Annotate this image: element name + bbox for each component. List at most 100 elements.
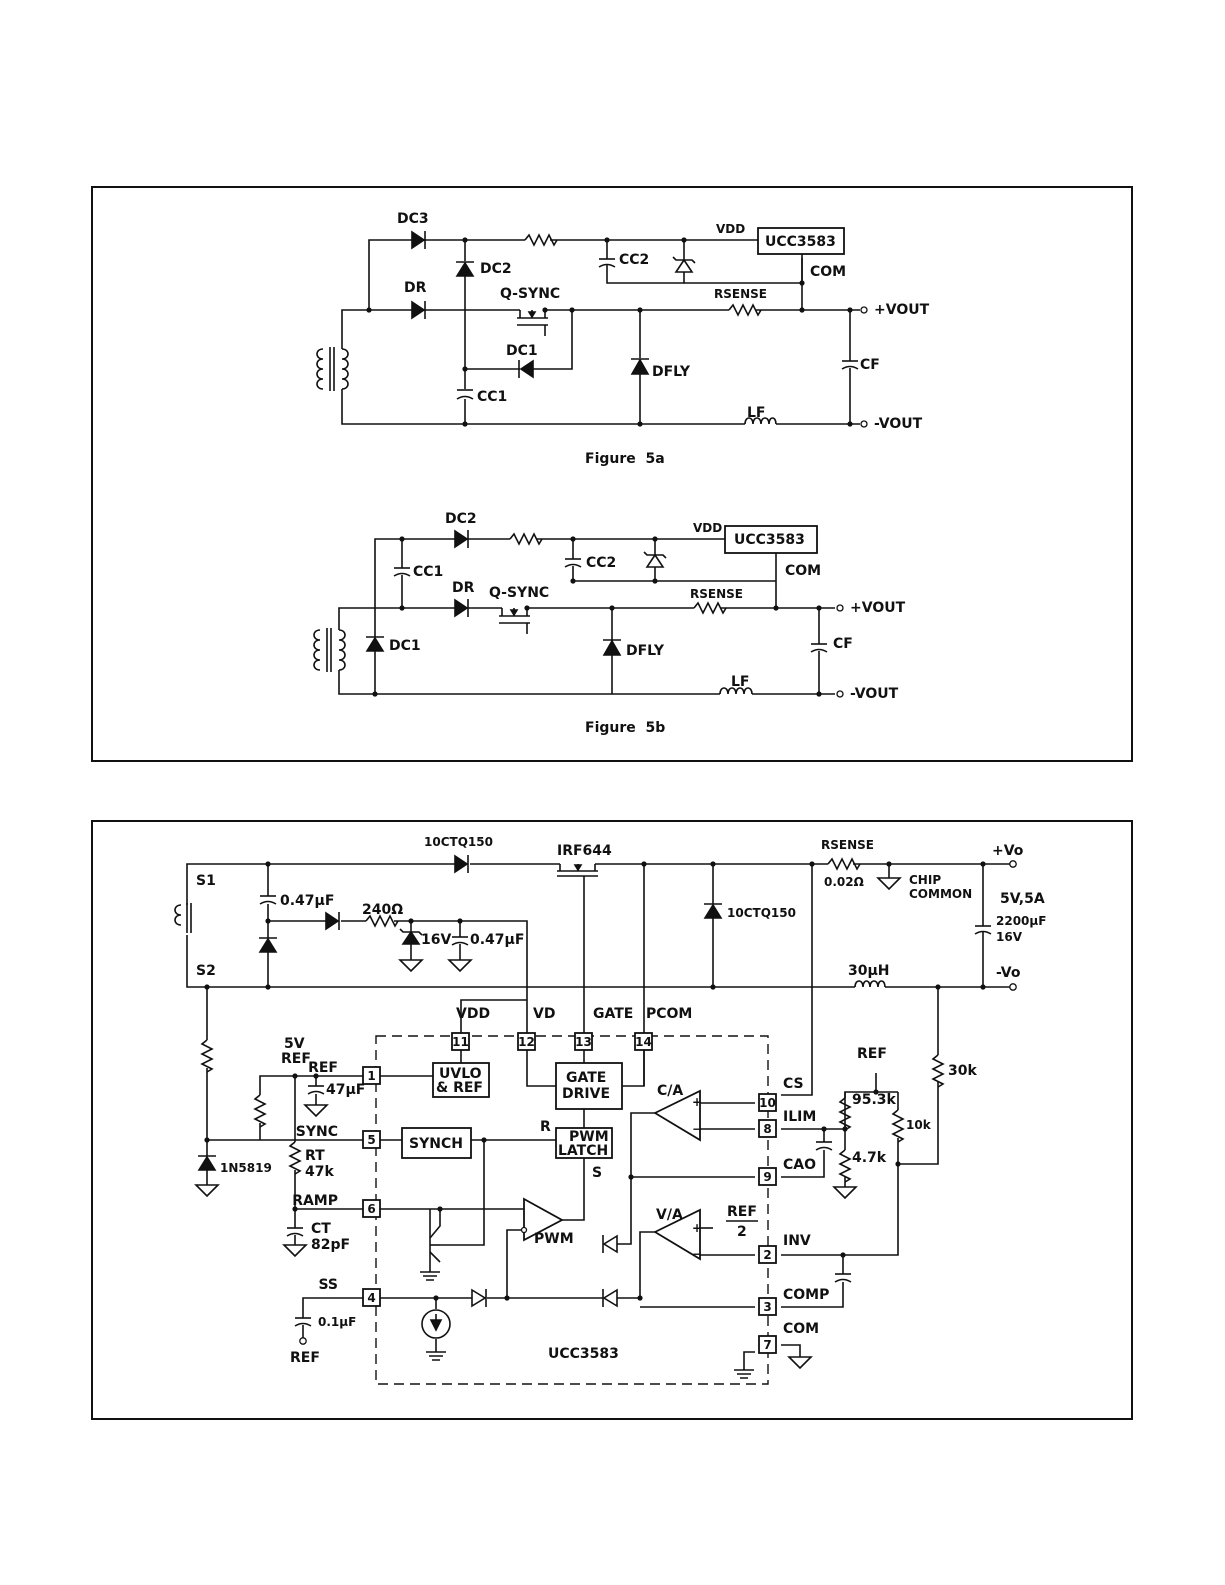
inductor-lf-icon [719, 687, 753, 695]
capacitor-icon [259, 895, 277, 905]
label-latch-r: R [540, 1119, 551, 1135]
figure-5a: DC3 DC2 DR Q-SYNC DC1 CC1 CC2 DFLY LF CF… [316, 211, 930, 467]
svg-text:−: − [692, 1247, 702, 1261]
label-r240: 240Ω [362, 902, 403, 918]
diode-dc1-icon [365, 636, 385, 652]
label-uvlo: UVLO [439, 1066, 482, 1082]
label-rsense: RSENSE [690, 587, 743, 601]
label-dr: DR [452, 580, 475, 596]
resistor-rt-icon [289, 1141, 301, 1175]
diode-dfly-icon [630, 358, 650, 375]
mosfet-irf644-icon [557, 864, 598, 877]
pin-name: CAO [783, 1157, 816, 1173]
pin-number: 5 [367, 1133, 375, 1147]
label-ref2-bottom: 2 [737, 1224, 747, 1240]
label-r953k: 95.3k [852, 1092, 897, 1108]
label-dc2: DC2 [480, 261, 512, 277]
pin-number: 4 [367, 1291, 375, 1305]
label-rt-value: 47k [305, 1164, 334, 1180]
ground-icon [303, 1104, 329, 1118]
label-r30k: 30k [948, 1063, 977, 1079]
schematic-frame [91, 820, 1133, 1420]
label-rsense: RSENSE [714, 287, 767, 301]
label-diode-fly: 10CTQ150 [727, 906, 796, 920]
svg-text:+: + [692, 1095, 702, 1109]
label-pwm-comparator: PWM [534, 1231, 574, 1247]
label-ca: C/A [657, 1083, 683, 1099]
diode-ss-icon [471, 1288, 487, 1308]
pin-11: 11 VDD [451, 1006, 490, 1051]
current-source-icon [421, 1309, 451, 1339]
ground-icon [787, 1356, 813, 1370]
label-zener: 16V [421, 932, 451, 948]
label-cap047-a: 0.47µF [280, 893, 334, 909]
label-va: V/A [656, 1207, 683, 1223]
label-r10k: 10k [906, 1118, 932, 1132]
pin-name: VDD [456, 1006, 490, 1022]
pin-8: 8 ILIM [758, 1109, 816, 1138]
label-cc1: CC1 [413, 564, 443, 580]
capacitor-icon [974, 925, 992, 935]
label-ct-value: 82pF [311, 1237, 350, 1253]
resistor-icon [201, 1039, 213, 1073]
diode-dc2-icon [455, 261, 475, 277]
label-vout-pos: +VOUT [850, 600, 906, 616]
label-cout-2: 16V [996, 930, 1023, 944]
pin-name: COMP [783, 1287, 829, 1303]
inductor-lf-icon [744, 417, 777, 425]
label-s1: S1 [196, 873, 216, 889]
uvlo-ref-block [432, 1062, 490, 1098]
zener-icon [643, 551, 667, 568]
label-q-sync: Q-SYNC [500, 286, 560, 302]
label-vout-neg: -VOUT [850, 686, 899, 702]
label-rsense-value: 0.02Ω [824, 875, 864, 889]
ground-icon [398, 959, 424, 973]
label-ucc3583: UCC3583 [734, 532, 805, 548]
resistor-icon [254, 1094, 266, 1128]
capacitor-cf-icon [810, 643, 828, 653]
voltage-amplifier [653, 1208, 701, 1261]
resistor-rsense-icon [728, 304, 762, 316]
capacitor-cc2-icon [564, 558, 582, 568]
label-ref-right: REF [857, 1046, 887, 1062]
label-cf: CF [833, 636, 853, 652]
label-cc1: CC1 [477, 389, 507, 405]
label-cout-1: 2200µF [996, 914, 1046, 928]
zener-16v-icon [399, 928, 423, 945]
label-dc1: DC1 [506, 343, 538, 359]
label-rsense: RSENSE [821, 838, 874, 852]
label-com: COM [785, 563, 821, 579]
label-cc2: CC2 [586, 555, 616, 571]
diode-dc2-icon [454, 529, 469, 549]
pin-name: COM [783, 1321, 819, 1337]
label-diode-top: 10CTQ150 [424, 835, 493, 849]
chassis-ground-icon [734, 1369, 754, 1379]
synch-block [401, 1127, 472, 1159]
diode-1n5819-icon [197, 1155, 217, 1171]
pin-name: ILIM [783, 1109, 816, 1125]
svg-text:−: − [692, 1122, 702, 1136]
label-dc1: DC1 [389, 638, 421, 654]
pin-number: 1 [367, 1069, 375, 1083]
label-cap047-b: 0.47µF [470, 932, 524, 948]
label-vo-neg: -Vo [996, 965, 1021, 981]
pin-name: RAMP [292, 1193, 338, 1209]
gate-drive-block [555, 1062, 623, 1110]
label-dc3: DC3 [397, 211, 429, 227]
label-lf: LF [747, 405, 765, 421]
label-vout-neg: -VOUT [874, 416, 923, 432]
label-s2: S2 [196, 963, 216, 979]
resistor-rsense-icon [693, 602, 727, 614]
pin-number: 8 [763, 1122, 771, 1136]
transformer-icon [316, 347, 349, 391]
pin-number: 2 [763, 1248, 771, 1262]
label-vdd: VDD [693, 521, 722, 535]
pin-number: 11 [452, 1035, 469, 1049]
